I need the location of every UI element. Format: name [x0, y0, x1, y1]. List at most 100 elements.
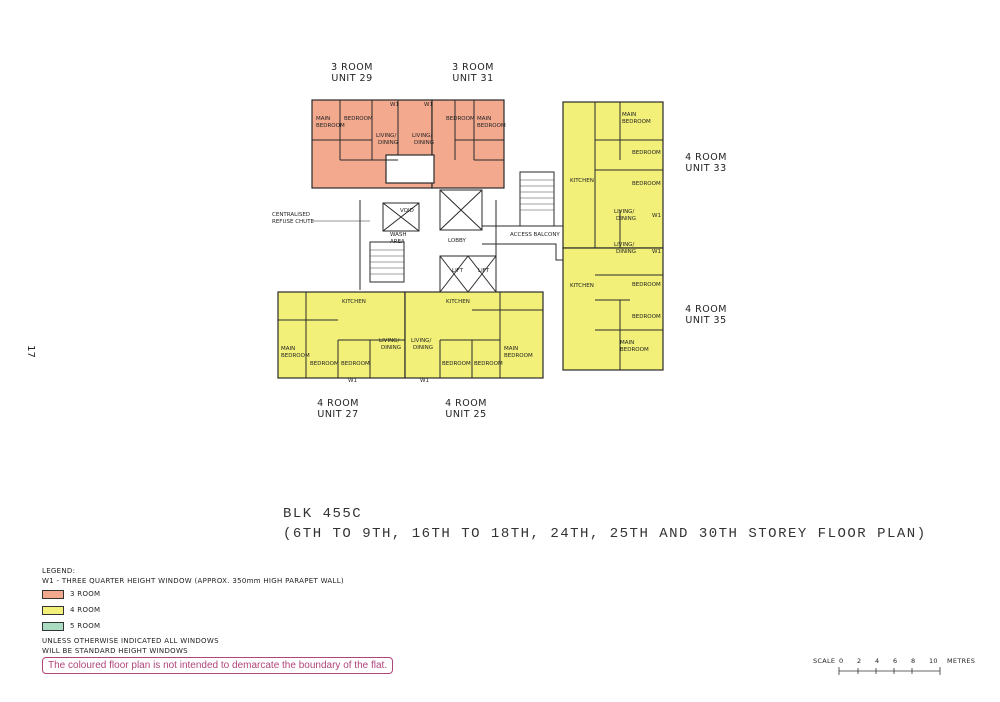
u35-living-label-a: LIVING/ [614, 242, 634, 248]
u27-living-label-b: DINING [381, 345, 401, 351]
u31-main-label-b: BEDROOM [477, 123, 506, 129]
block-title: BLK 455C (6TH TO 9TH, 16TH TO 18TH, 24TH… [283, 504, 927, 544]
unit-25-label: 4 ROOM UNIT 25 [436, 398, 496, 420]
u35-living-label-b: DINING [616, 249, 636, 255]
unit-33-number: UNIT 33 [685, 163, 727, 174]
u33-w1-label: W1 [652, 213, 661, 219]
unit-29-label: 3 ROOM UNIT 29 [322, 62, 382, 84]
unit-29-type: 3 ROOM [331, 62, 373, 73]
void-label: VOID [400, 208, 414, 214]
u27-main-label-a: MAIN [281, 346, 295, 352]
legend-swatch-4-room [42, 605, 64, 615]
block-floors: (6TH TO 9TH, 16TH TO 18TH, 24TH, 25TH AN… [283, 526, 927, 542]
refuse-chute-label-a: CENTRALISED [272, 212, 310, 218]
u31-living-label-b: DINING [414, 140, 434, 146]
lobby-label: LOBBY [448, 238, 466, 244]
legend-w1-note: W1 - THREE QUARTER HEIGHT WINDOW (APPROX… [42, 577, 344, 585]
u29-living-label-b: DINING [378, 140, 398, 146]
wash-area-label-b: AREA [390, 239, 405, 245]
scale-tick-8: 8 [911, 657, 916, 665]
disclaimer-box: The coloured floor plan is not intended … [42, 657, 394, 674]
floor-plan-drawing: MAIN BEDROOM BEDROOM LIVING/ DINING LIVI… [272, 99, 664, 384]
core-service-area [385, 154, 435, 184]
legend: LEGEND: W1 - THREE QUARTER HEIGHT WINDOW… [42, 566, 344, 656]
stair-upper [519, 171, 555, 227]
u33-bedroom-2-label: BEDROOM [632, 181, 661, 187]
legend-title: LEGEND: [42, 567, 76, 575]
legend-label-3-room: 3 ROOM [70, 590, 101, 598]
scale-tick-0: 0 [839, 657, 844, 665]
u25-living-label-b: DINING [413, 345, 433, 351]
u25-kitchen-label: KITCHEN [446, 299, 470, 305]
u35-kitchen-label: KITCHEN [570, 283, 594, 289]
unit-27-type: 4 ROOM [317, 398, 359, 409]
u29-main-label-a: MAIN [316, 116, 330, 122]
wash-area-label-a: WASH [390, 232, 407, 238]
scale-ruler [838, 667, 941, 675]
scale-bar: SCALE 0 2 4 6 8 10 METRES [813, 657, 975, 679]
u33-main-label-b: BEDROOM [622, 119, 651, 125]
legend-label-5-room: 5 ROOM [70, 622, 101, 630]
u27-bedroom-2-label: BEDROOM [341, 361, 370, 367]
u35-main-label-a: MAIN [620, 340, 634, 346]
lift-label-2: LIFT [478, 268, 490, 274]
u35-bedroom-2-label: BEDROOM [632, 314, 661, 320]
u27-living-label-a: LIVING/ [379, 338, 399, 344]
unit-27-label: 4 ROOM UNIT 27 [308, 398, 368, 420]
unit-27-number: UNIT 27 [317, 409, 359, 420]
access-balcony-label: ACCESS BALCONY [510, 232, 560, 238]
u27-w1-label: W1 [348, 378, 357, 384]
unit-25-number: UNIT 25 [445, 409, 487, 420]
u25-main-label-b: BEDROOM [504, 353, 533, 359]
legend-swatch-3-room [42, 589, 64, 599]
u27-kitchen-label: KITCHEN [342, 299, 366, 305]
u35-w1-label: W1 [652, 249, 661, 255]
unit-27-area [277, 291, 406, 379]
unit-33-label: 4 ROOM UNIT 33 [680, 152, 732, 174]
unit-31-area [431, 99, 505, 189]
legend-item-4-room: 4 ROOM [42, 602, 344, 618]
u35-main-label-b: BEDROOM [620, 347, 649, 353]
legend-swatch-5-room [42, 621, 64, 631]
u25-bedroom-2-label: BEDROOM [474, 361, 503, 367]
unit-31-number: UNIT 31 [452, 73, 494, 84]
u33-living-label-a: LIVING/ [614, 209, 634, 215]
scale-tick-10: 10 [929, 657, 938, 665]
legend-item-5-room: 5 ROOM [42, 618, 344, 634]
lift-shaft-lower [439, 255, 497, 293]
u29-w1-label: W1 [390, 102, 399, 108]
u35-bedroom-1-label: BEDROOM [632, 282, 661, 288]
u31-main-label-a: MAIN [477, 116, 491, 122]
u29-living-label-a: LIVING/ [376, 133, 396, 139]
scale-tick-6: 6 [893, 657, 898, 665]
unit-29-number: UNIT 29 [331, 73, 373, 84]
unit-33-type: 4 ROOM [685, 152, 727, 163]
u31-bedroom-label: BEDROOM [446, 116, 475, 122]
lift-label-1: LIFT [452, 268, 464, 274]
legend-note-line-1: UNLESS OTHERWISE INDICATED ALL WINDOWS [42, 637, 219, 645]
scale-label: SCALE [813, 657, 836, 665]
u27-main-label-b: BEDROOM [281, 353, 310, 359]
refuse-chute-label-b: REFUSE CHUTE [272, 219, 315, 225]
u31-living-label-a: LIVING/ [412, 133, 432, 139]
unit-35-area [562, 247, 664, 371]
unit-35-label: 4 ROOM UNIT 35 [680, 304, 732, 326]
unit-35-type: 4 ROOM [685, 304, 727, 315]
unit-35-number: UNIT 35 [685, 315, 727, 326]
u25-w1-label: W1 [420, 378, 429, 384]
u25-living-label-a: LIVING/ [411, 338, 431, 344]
u29-bedroom-label: BEDROOM [344, 116, 373, 122]
u33-bedroom-1-label: BEDROOM [632, 150, 661, 156]
scale-tick-2: 2 [857, 657, 862, 665]
unit-25-area [404, 291, 544, 379]
u25-bedroom-1-label: BEDROOM [442, 361, 471, 367]
u27-bedroom-1-label: BEDROOM [310, 361, 339, 367]
u29-main-label-b: BEDROOM [316, 123, 345, 129]
u25-main-label-a: MAIN [504, 346, 518, 352]
u33-main-label-a: MAIN [622, 112, 636, 118]
scale-unit: METRES [947, 657, 976, 665]
u33-kitchen-label: KITCHEN [570, 178, 594, 184]
unit-33-area [562, 101, 664, 249]
legend-note-line-2: WILL BE STANDARD HEIGHT WINDOWS [42, 647, 188, 655]
legend-item-3-room: 3 ROOM [42, 586, 344, 602]
